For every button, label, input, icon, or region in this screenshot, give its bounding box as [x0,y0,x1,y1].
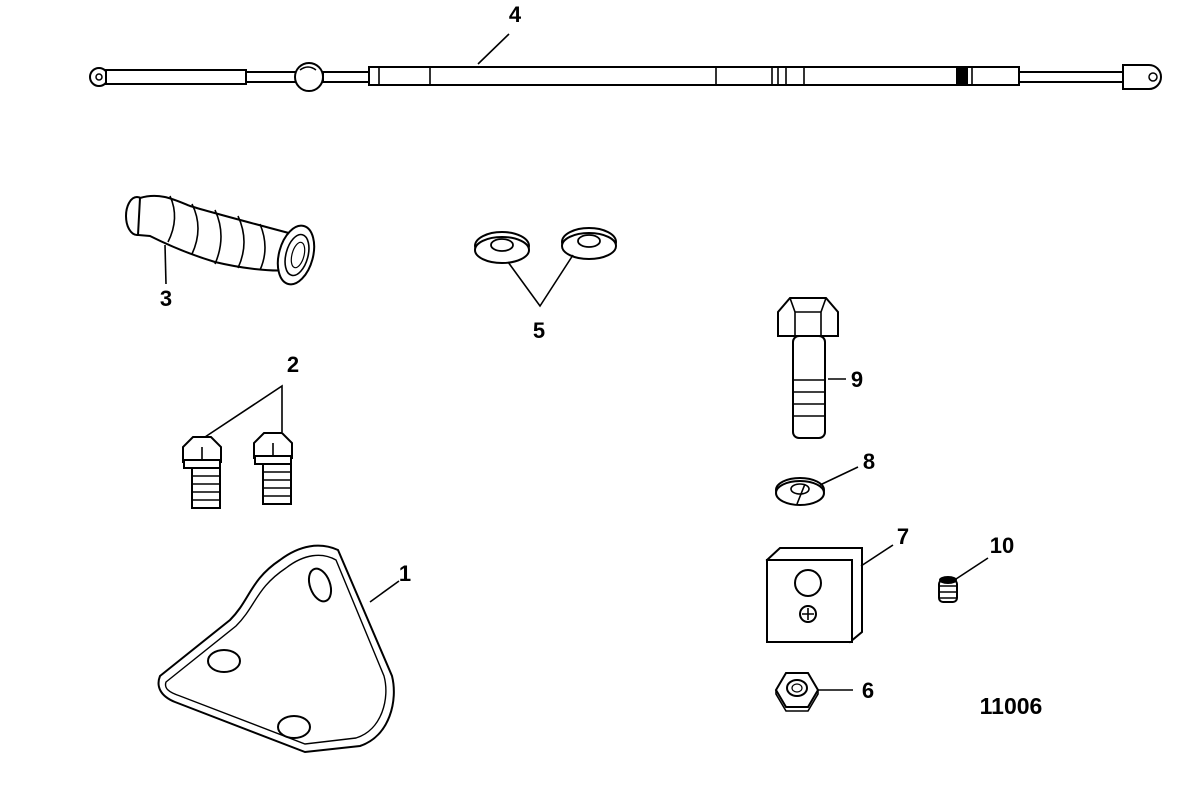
callout-7: 7 [897,524,909,549]
figure-reference-number: 11006 [980,693,1043,719]
part-2-bolts [182,432,293,509]
leader-1 [369,580,400,603]
callout-8: 8 [863,449,875,474]
part-4-control-cable [89,62,1162,92]
callout-1: 1 [399,561,411,586]
part-9-hex-bolt [777,297,839,439]
callout-5: 5 [533,318,545,343]
part-10-set-screw [938,576,958,603]
part-8-lock-washer [775,477,825,506]
leader-10 [955,557,989,580]
callout-2: 2 [287,352,299,377]
callout-10: 10 [990,533,1014,558]
callout-4: 4 [509,2,522,27]
callout-3: 3 [160,286,172,311]
leader-7 [860,544,894,567]
leader-2 [204,384,283,438]
callout-6: 6 [862,678,874,703]
callout-9: 9 [851,367,863,392]
part-6-hex-nut [774,672,820,712]
part-5-washers [474,227,617,264]
leader-3 [164,244,167,285]
leader-5 [507,254,574,308]
leader-8 [819,466,859,486]
part-3-rubber-boot [125,194,316,286]
part-1-mounting-bracket [157,544,395,754]
leader-4 [477,33,510,65]
part-7-square-block [765,547,863,644]
